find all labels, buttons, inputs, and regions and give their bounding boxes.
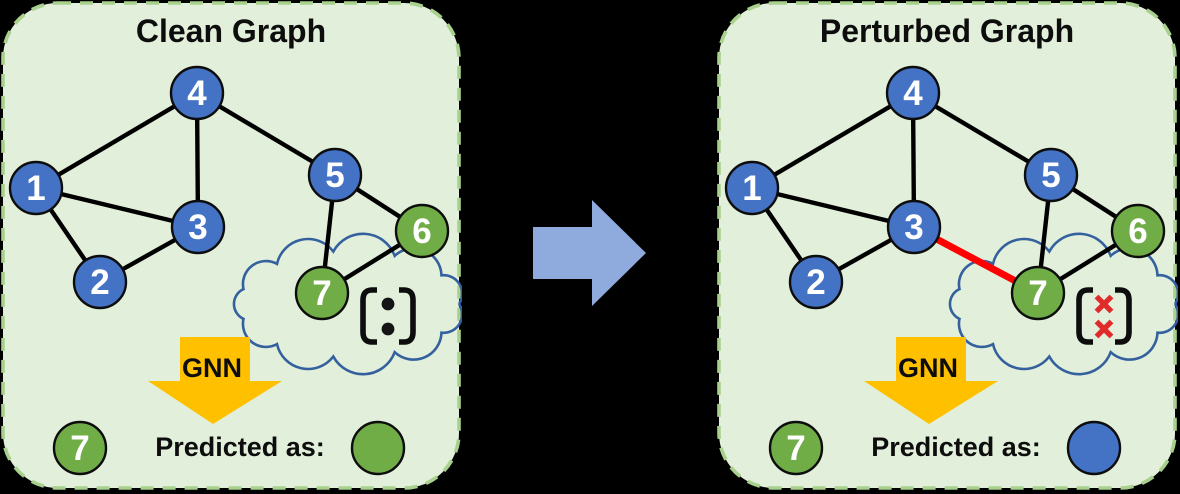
node-7 [1010, 265, 1066, 321]
query-node-badge-label: 7 [70, 429, 89, 468]
node-3-label: 3 [188, 208, 207, 247]
node-4 [169, 65, 225, 121]
perturbed-graph-drawing: 1 2 3 4 5 6 7 7 [717, 1, 1178, 490]
perturbed-graph-panel: 1 2 3 4 5 6 7 7 Perturbed Graph GNN Predicted a… [716, 0, 1178, 492]
node-1-label: 1 [742, 169, 761, 208]
node-5 [1023, 147, 1079, 203]
node-6 [1110, 203, 1166, 259]
query-node-badge-label: 7 [786, 429, 805, 468]
node-2 [72, 254, 128, 310]
edge-1-3 [35, 185, 199, 230]
feature-cross-icon [1094, 319, 1114, 339]
node-6-label: 6 [412, 212, 431, 251]
panel-title: Clean Graph [135, 13, 327, 49]
node-2-label: 2 [806, 263, 825, 302]
clean-graph-panel: 1 2 3 4 5 6 7 7 Clean Graph GNN Predicted as: [0, 0, 462, 492]
node-5-label: 5 [325, 156, 344, 195]
prediction-circle [1066, 420, 1122, 476]
node-5-label: 5 [1041, 156, 1060, 195]
feature-dot [381, 297, 395, 311]
node-1-label: 1 [26, 169, 45, 208]
feature-bracket-right [399, 287, 416, 345]
predicted-as-label: Predicted as: [871, 432, 1041, 462]
clean-graph-drawing: 1 2 3 4 5 6 7 7 [1, 1, 462, 490]
prediction-circle [350, 420, 406, 476]
node-2 [788, 254, 844, 310]
node-7-label: 7 [1028, 274, 1047, 313]
gnn-arrow-icon [864, 337, 998, 424]
feature-bracket-right [1115, 287, 1132, 345]
feature-dot [381, 322, 395, 336]
gnn-label: GNN [898, 353, 958, 383]
feature-cloud [232, 232, 462, 376]
node-6-label: 6 [1128, 212, 1147, 251]
edge-1-4 [750, 91, 915, 190]
node-3-label: 3 [904, 208, 923, 247]
gnn-arrow-icon [148, 337, 282, 424]
node-4-label: 4 [903, 74, 923, 113]
node-4 [885, 65, 941, 121]
query-node-badge [52, 420, 108, 476]
feature-bracket-left [360, 287, 377, 345]
node-1 [8, 160, 64, 216]
feature-bracket-left [1076, 287, 1093, 345]
edge-1-4 [34, 91, 199, 190]
transform-arrow-shape [533, 200, 646, 306]
node-5 [307, 147, 363, 203]
feature-cross-icon [1094, 294, 1114, 314]
node-3 [170, 199, 226, 255]
node-7-label: 7 [312, 274, 331, 313]
node-1 [724, 160, 780, 216]
node-3 [886, 199, 942, 255]
predicted-as-label: Predicted as: [155, 432, 325, 462]
gnn-label: GNN [182, 353, 242, 383]
panel-title: Perturbed Graph [819, 13, 1075, 49]
feature-cloud [948, 232, 1178, 376]
node-6 [394, 203, 450, 259]
transform-arrow-icon [533, 200, 646, 306]
node-7 [294, 265, 350, 321]
node-2-label: 2 [90, 263, 109, 302]
node-4-label: 4 [187, 74, 207, 113]
panel-background [1, 1, 461, 490]
query-node-badge [768, 420, 824, 476]
edge-1-3 [751, 185, 915, 230]
